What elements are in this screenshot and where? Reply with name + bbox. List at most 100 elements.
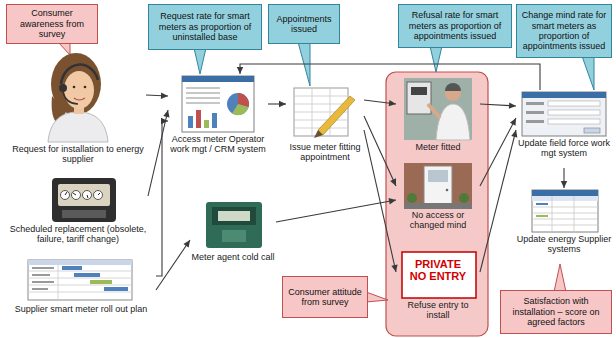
arrow-head [161, 118, 168, 124]
connector-line [148, 110, 168, 196]
picture-node: Update field force work mgt system [516, 90, 612, 168]
arrow-head [163, 110, 169, 118]
supplier-screen [536, 203, 548, 205]
crm-screen [227, 93, 249, 115]
callout-text: Consumer attitude from survey [287, 287, 363, 308]
supplier-screen [532, 196, 598, 201]
meter-agent-box [206, 202, 262, 248]
field-force-screen [584, 128, 600, 133]
callout-tail [58, 42, 594, 302]
gantt-chart [28, 260, 132, 300]
callout-box: Consumer awareness from survey [6, 4, 98, 44]
callout-box: Appointments issued [268, 4, 340, 44]
outcome-band [386, 72, 488, 336]
picture-caption: Update field force work mgt system [516, 138, 612, 159]
connector [561, 168, 567, 188]
gantt-chart [90, 280, 112, 284]
connector-line [364, 130, 396, 272]
crm-screen [182, 76, 254, 82]
old-meter [65, 192, 100, 198]
picture-caption: Issue meter fitting appointment [286, 142, 364, 163]
old-meter [52, 178, 116, 222]
picture-caption: Scheduled replacement (obsolete, failure… [8, 224, 148, 245]
connector [146, 92, 168, 98]
connector-line [156, 121, 168, 276]
supplier-screen [532, 190, 598, 196]
crm-screen [182, 76, 254, 132]
supplier-screen [532, 196, 598, 232]
old-meter [58, 184, 110, 206]
door-photo [404, 163, 472, 209]
connector [480, 130, 517, 272]
callout-text: Appointments issued [273, 14, 335, 35]
arrow-head [511, 130, 517, 138]
picture-caption: Meter fitted [396, 142, 480, 152]
field-force-screen [526, 111, 544, 114]
connector [237, 64, 540, 90]
supplier-screen [532, 190, 598, 232]
operator-photo [48, 112, 108, 142]
arrow-head [183, 240, 190, 248]
arrow-head [279, 101, 286, 107]
field-force-screen [548, 110, 600, 115]
appointment-book [314, 130, 323, 138]
picture-caption: No access or changed mind [396, 210, 480, 231]
meter-fitted-photo [404, 78, 472, 140]
arrow-head [391, 264, 397, 272]
gantt-chart [74, 273, 100, 277]
meter-agent-box [206, 202, 262, 248]
field-force-screen [526, 120, 544, 123]
callout-box: Request rate for smart meters as proport… [148, 4, 262, 50]
sign-text: PRIVATE NO ENTRY [408, 258, 468, 282]
meter-fitted-photo [445, 83, 461, 91]
supplier-screen [536, 215, 548, 217]
operator-photo [73, 86, 76, 89]
callout-tail [554, 264, 566, 292]
meter-fitted-photo [411, 87, 427, 95]
connector [148, 110, 170, 196]
arrow-head [237, 67, 243, 74]
picture-node: Update energy Supplier systems [516, 188, 612, 262]
meter-agent-box [212, 207, 256, 225]
gantt-chart [32, 288, 48, 290]
arrow-head [510, 118, 516, 126]
callout-tail [366, 292, 388, 302]
crm-screen [188, 116, 193, 128]
callout-tail [194, 48, 206, 74]
callout-text: Request rate for smart meters as proport… [153, 11, 257, 42]
connector [156, 118, 168, 276]
gantt-chart [28, 260, 132, 265]
picture-node: Issue meter fitting appointment [286, 84, 364, 174]
field-force-screen [522, 92, 606, 136]
callout-box: Consumer attitude from survey [282, 276, 368, 318]
door-photo [404, 203, 472, 209]
operator-photo [84, 86, 87, 89]
arrow-head [389, 198, 396, 204]
callout-text: Refusal rate for smart meters as proport… [403, 10, 507, 41]
meter-fitted-photo [404, 78, 472, 140]
gantt-chart [32, 267, 54, 269]
meter-fitted-photo [436, 104, 470, 140]
meter-agent-box [218, 211, 250, 221]
old-meter [62, 210, 106, 218]
gantt-chart [28, 260, 132, 300]
old-meter [52, 178, 116, 222]
picture-node: Meter fitted [396, 76, 480, 156]
door-photo [404, 163, 472, 209]
picture-node: No access or changed mind [396, 162, 480, 238]
crm-screen [196, 110, 201, 128]
field-force-screen [522, 92, 606, 136]
callout-box: Satisfaction with installation – score o… [500, 290, 612, 334]
callout-text: Satisfaction with installation – score o… [505, 296, 607, 327]
picture-caption: Access meter Operator work mgt / CRM sys… [168, 134, 268, 155]
gantt-chart [28, 265, 132, 300]
arrow-head [389, 100, 396, 106]
no-entry-sign [402, 252, 476, 298]
picture-caption: Refuse entry to install [396, 300, 480, 321]
callout-box: Change mind rate for smart meters as pro… [516, 4, 612, 58]
connector [156, 240, 190, 290]
callout-tail [430, 46, 442, 72]
callout-tail [582, 56, 594, 90]
door-photo [428, 170, 448, 182]
outcome-band [386, 72, 488, 336]
